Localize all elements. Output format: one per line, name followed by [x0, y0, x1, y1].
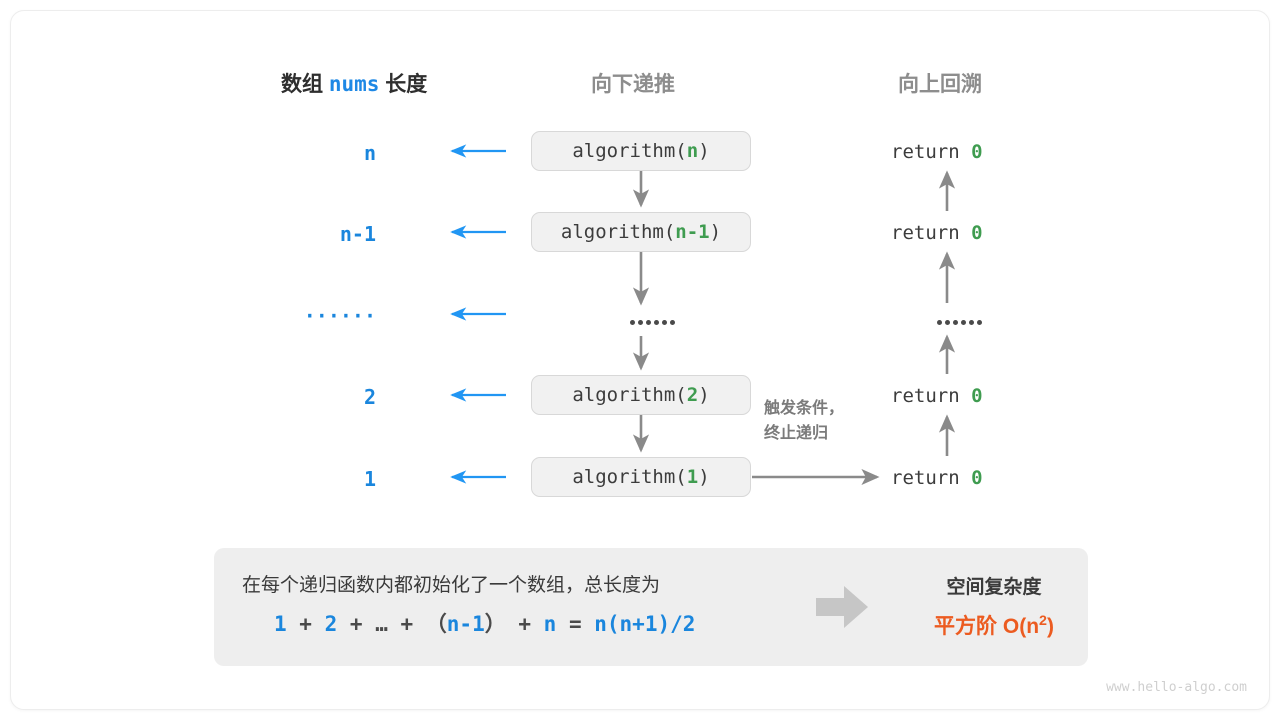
- return-value: 0: [971, 141, 983, 163]
- return-keyword: return: [891, 222, 960, 244]
- header-downward-recursion: 向下递推: [591, 73, 675, 96]
- annotation-line-2: 终止递归: [764, 424, 829, 442]
- return-label-row-2: return 0: [891, 222, 983, 244]
- complexity-exponent: 2: [1039, 613, 1047, 629]
- complexity-big-o: O(n: [1002, 615, 1040, 638]
- formula-part-3: +: [337, 612, 376, 636]
- complexity-label: 平方阶: [934, 615, 998, 638]
- complexity-close: ): [1046, 615, 1054, 638]
- size-label-row-4: 2: [363, 385, 376, 409]
- formula-part-1: +: [286, 612, 325, 636]
- call-argument: n-1: [675, 221, 710, 243]
- call-argument: 2: [686, 384, 699, 406]
- formula-part-10: n: [543, 612, 557, 636]
- header-array-length: 数组 nums 长度: [281, 68, 427, 98]
- header-array-suffix: 长度: [385, 73, 428, 96]
- size-label-row-3: ······: [303, 304, 376, 328]
- formula-part-11: =: [556, 612, 595, 636]
- ellipsis-dots-middle: [630, 320, 675, 325]
- return-value: 0: [971, 385, 983, 407]
- summary-complexity: 平方阶 O(n2): [904, 610, 1084, 640]
- return-keyword: return: [891, 467, 960, 489]
- summary-formula: 1 + 2 + … + （n-1） + n = n(n+1)/2: [274, 608, 695, 638]
- call-box-row-1[interactable]: algorithm(n): [531, 131, 751, 171]
- call-prefix: algorithm(: [560, 221, 676, 243]
- call-prefix: algorithm(: [572, 384, 687, 406]
- call-prefix: algorithm(: [572, 140, 687, 162]
- formula-part-5: +: [387, 612, 426, 636]
- base-case-annotation: 触发条件， 终止递归: [764, 397, 844, 447]
- formula-part-6: （: [425, 612, 447, 636]
- size-label-row-1: n: [363, 141, 376, 165]
- summary-title: 空间复杂度: [946, 577, 1042, 598]
- formula-part-4: …: [375, 612, 388, 636]
- block-right-arrow-icon: [816, 586, 868, 628]
- return-label-row-4: return 0: [891, 385, 983, 407]
- return-label-row-5: return 0: [891, 467, 983, 489]
- return-value: 0: [971, 467, 983, 489]
- formula-part-2: 2: [324, 612, 338, 636]
- call-argument: 1: [686, 466, 699, 488]
- header-upward-backtrack: 向上回溯: [898, 73, 982, 96]
- call-prefix: algorithm(: [572, 466, 687, 488]
- formula-part-12: n(n+1)/2: [594, 612, 696, 636]
- return-keyword: return: [891, 385, 960, 407]
- summary-description: 在每个递归函数内都初始化了一个数组，总长度为: [242, 575, 661, 596]
- formula-part-7: n-1: [446, 612, 485, 636]
- call-suffix: ): [698, 384, 710, 406]
- call-suffix: ): [709, 221, 722, 243]
- header-array-prefix: 数组: [281, 73, 323, 96]
- return-keyword: return: [891, 141, 960, 163]
- call-suffix: ): [698, 466, 710, 488]
- call-box-row-2[interactable]: algorithm(n-1): [531, 212, 751, 252]
- formula-part-9: +: [505, 612, 544, 636]
- formula-part-8: ）: [484, 612, 506, 636]
- return-value: 0: [971, 222, 983, 244]
- annotation-line-1: 触发条件，: [764, 400, 845, 417]
- call-box-row-4[interactable]: algorithm(2): [531, 375, 751, 415]
- return-label-row-1: return 0: [891, 141, 983, 163]
- header-array-code: nums: [328, 72, 380, 96]
- ellipsis-dots-right: [937, 320, 982, 325]
- call-suffix: ): [698, 140, 710, 162]
- call-box-row-5[interactable]: algorithm(1): [531, 457, 751, 497]
- size-label-row-5: 1: [363, 467, 376, 491]
- watermark: www.hello-algo.com: [1106, 680, 1247, 695]
- size-label-row-2: n-1: [339, 222, 376, 246]
- diagram-card: 数组 nums 长度 向下递推 向上回溯 n algorithm(n) retu…: [10, 10, 1270, 710]
- formula-part-0: 1: [274, 612, 287, 636]
- call-argument: n: [686, 140, 699, 162]
- summary-panel: 在每个递归函数内都初始化了一个数组，总长度为 1 + 2 + … + （n-1）…: [214, 548, 1088, 666]
